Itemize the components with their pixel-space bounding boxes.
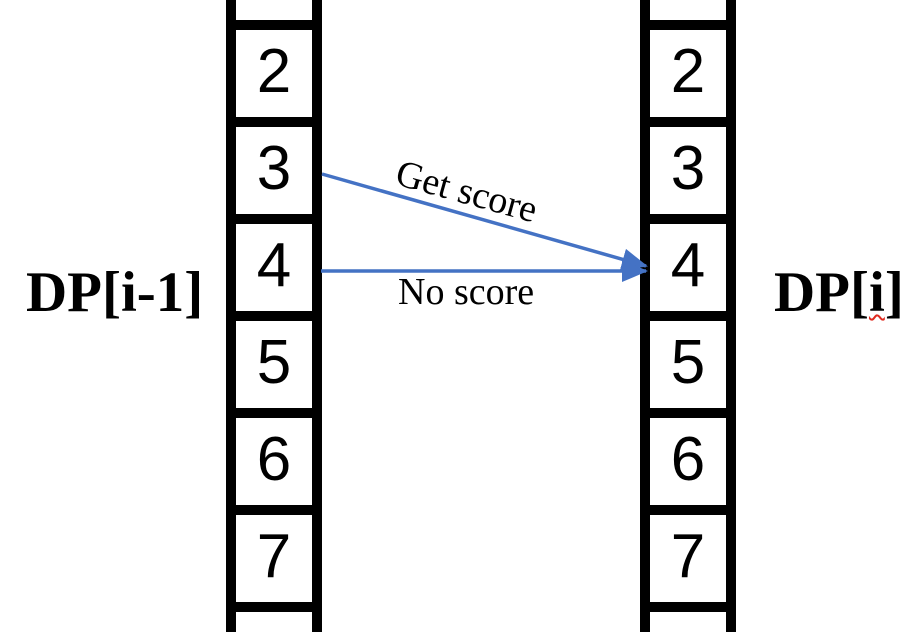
array-cell: 4 (670, 230, 706, 300)
cell-divider (650, 20, 726, 30)
cell-divider (236, 408, 312, 418)
cell-divider (650, 117, 726, 127)
get-score-label: Get score (391, 152, 542, 232)
dp-prev-column: 2 3 4 5 6 7 (226, 0, 322, 632)
label-dp-prev: DP[i-1] (26, 261, 204, 324)
cell-divider (650, 602, 726, 612)
cell-divider (650, 214, 726, 224)
array-cell: 5 (256, 327, 292, 397)
label-dp-current-prefix: DP[ (774, 261, 869, 324)
cell-divider (236, 214, 312, 224)
label-dp-current: DP[i] (774, 264, 904, 321)
label-dp-current-suffix: ] (884, 261, 904, 324)
array-cell: 2 (670, 36, 706, 106)
array-cell-partial (236, 612, 312, 632)
cell-divider (236, 117, 312, 127)
array-cell: 4 (256, 230, 292, 300)
label-dp-current-index: i (868, 261, 885, 324)
cell-divider (236, 602, 312, 612)
array-cell: 5 (670, 327, 706, 397)
cell-divider (236, 311, 312, 321)
array-cell-partial (650, 0, 726, 20)
cell-divider (650, 408, 726, 418)
array-cell-partial (650, 612, 726, 632)
cell-divider (236, 20, 312, 30)
array-cell: 7 (670, 521, 706, 591)
array-cell: 6 (670, 424, 706, 494)
cell-divider (236, 505, 312, 515)
no-score-label: No score (398, 271, 535, 313)
cell-divider (650, 505, 726, 515)
array-cell: 3 (256, 133, 292, 203)
array-cell-partial (236, 0, 312, 20)
array-cell: 7 (256, 521, 292, 591)
cell-divider (650, 311, 726, 321)
array-cell: 6 (256, 424, 292, 494)
array-cell: 2 (256, 36, 292, 106)
array-cell: 3 (670, 133, 706, 203)
dp-current-column: 2 3 4 5 6 7 (640, 0, 736, 632)
